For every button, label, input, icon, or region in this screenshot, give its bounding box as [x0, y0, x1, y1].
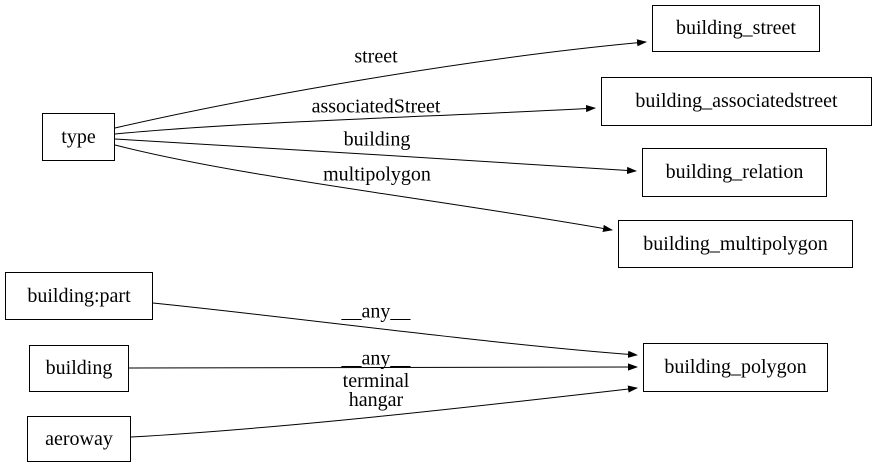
node-building-associatedstreet: building_associatedstreet: [601, 77, 872, 126]
edge-label-street: street: [354, 45, 398, 68]
edge-label-any-building: __any__: [341, 347, 411, 370]
node-building-street: building_street: [652, 5, 820, 52]
edge-type-building-multipolygon: [114, 144, 613, 232]
edge-aeroway-building-polygon: [130, 385, 638, 438]
node-building-multipolygon: building_multipolygon: [618, 220, 853, 268]
edge-label-multipolygon: multipolygon: [323, 163, 431, 186]
node-building-relation: building_relation: [642, 148, 827, 197]
edge-label-terminal-hangar: terminal hangar: [342, 370, 410, 411]
edge-label-any-buildingpart: __any__: [341, 300, 411, 323]
edge-building-building-polygon: [128, 363, 638, 371]
edge-type-building-associatedstreet: [114, 104, 596, 135]
node-building-part: building:part: [5, 272, 153, 320]
edge-buildingpart-building-polygon: [152, 302, 638, 358]
node-building: building: [29, 345, 129, 392]
node-aeroway: aeroway: [27, 416, 131, 462]
edge-label-associatedstreet: associatedStreet: [311, 95, 441, 118]
edge-type-building-relation: [114, 138, 637, 175]
node-building-polygon: building_polygon: [643, 343, 828, 392]
node-type: type: [42, 113, 115, 161]
edge-type-building-street: [114, 39, 647, 129]
edge-label-building: building: [343, 128, 411, 151]
